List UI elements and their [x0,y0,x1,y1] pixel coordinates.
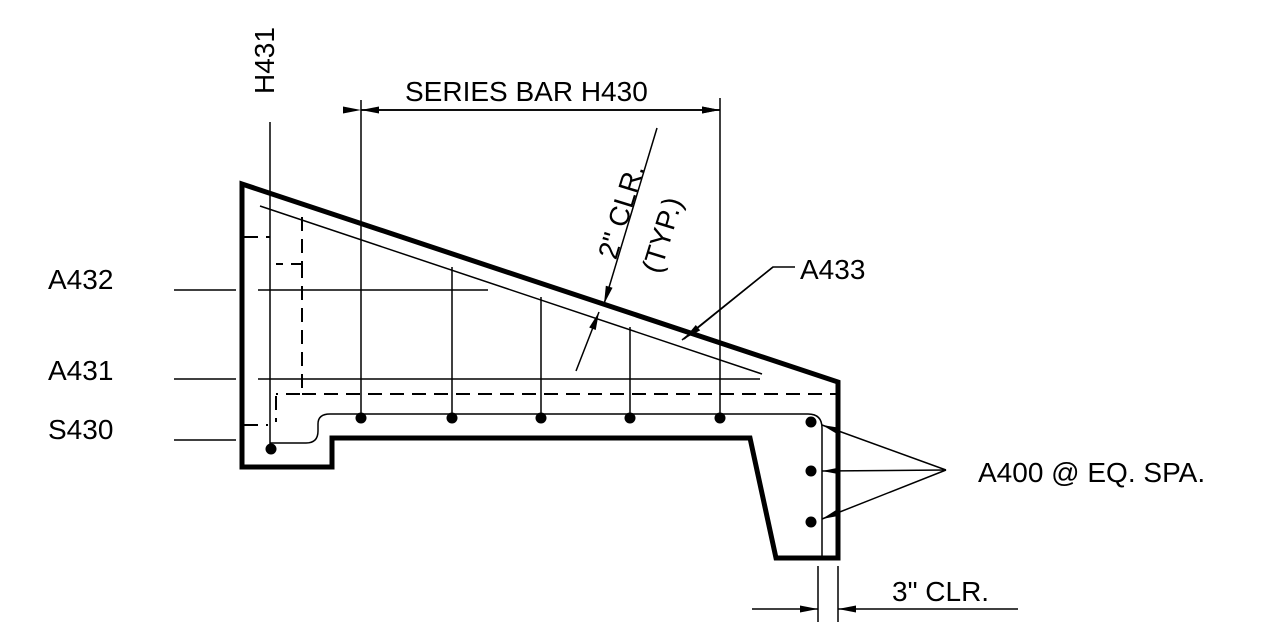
label-a431: A431 [48,355,114,386]
vertical-ties [360,98,721,418]
rebar-dot [624,412,636,424]
rebar-dots [265,412,817,528]
rebar-dot [446,412,458,424]
label-leaders-left [174,289,236,441]
label-3in-clr: 3" CLR. [892,576,990,607]
label-a432: A432 [48,264,114,295]
rebar-dot [805,516,817,528]
dimension-3in-clr [752,566,1018,622]
label-a400: A400 @ EQ. SPA. [978,457,1206,488]
dashed-bars [244,217,836,426]
rebar-dot [714,412,726,424]
concrete-outline [239,180,841,561]
rebar-dot [265,443,277,455]
label-a433: A433 [800,254,866,285]
stirrup-s430 [270,413,823,558]
bar-a433 [259,205,763,375]
rebar-dot [805,465,817,477]
rebar-dot [535,412,547,424]
leader-a400 [821,424,947,520]
rebar-dot [805,416,817,428]
label-h431: H431 [249,27,280,94]
rebar-dot [355,412,367,424]
leader-a433 [681,266,795,341]
label-s430: S430 [48,414,114,445]
label-series-bar: SERIES BAR H430 [405,76,648,107]
leader-2in-clr [603,127,658,305]
